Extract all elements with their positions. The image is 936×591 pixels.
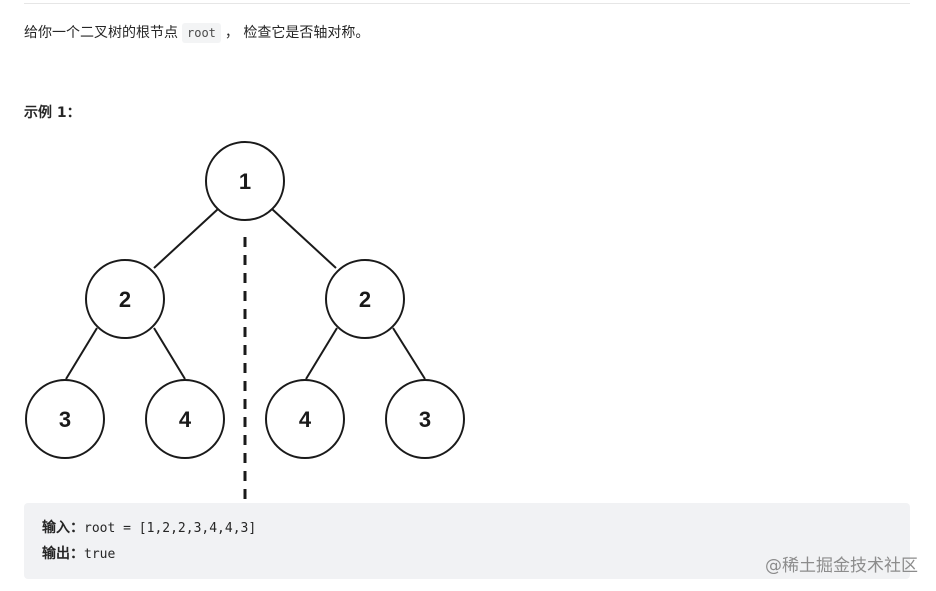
tree-node-root: 1	[205, 141, 285, 221]
edge-right-rightright	[392, 327, 426, 380]
description-text-after: ， 检查它是否轴对称。	[224, 25, 370, 41]
svg-text:2: 2	[359, 287, 371, 312]
top-divider	[24, 3, 910, 4]
output-line: 输出：true	[42, 544, 115, 565]
svg-text:4: 4	[299, 407, 312, 432]
inline-code-root: root	[182, 23, 221, 43]
tree-node-left-left: 3	[25, 379, 105, 459]
svg-text:1: 1	[239, 169, 251, 194]
watermark: @稀土掘金技术社区	[765, 556, 918, 576]
example-io-block: 输入：root = [1,2,2,3,4,4,3] 输出：true	[24, 503, 910, 579]
tree-node-right: 2	[325, 259, 405, 339]
output-value: true	[84, 547, 116, 562]
tree-node-left: 2	[85, 259, 165, 339]
svg-text:3: 3	[59, 407, 71, 432]
edge-left-leftright	[153, 327, 186, 380]
edge-root-right	[271, 208, 337, 269]
edge-left-leftleft	[65, 327, 98, 380]
tree-edges	[65, 208, 426, 380]
input-line: 输入：root = [1,2,2,3,4,4,3]	[42, 518, 256, 539]
svg-text:2: 2	[119, 287, 131, 312]
svg-text:4: 4	[179, 407, 192, 432]
tree-node-left-right: 4	[145, 379, 225, 459]
input-label: 输入：	[42, 520, 84, 536]
description-text-before: 给你一个二叉树的根节点	[24, 25, 178, 41]
tree-node-right-left: 4	[265, 379, 345, 459]
output-label: 输出：	[42, 546, 84, 562]
edge-root-left	[153, 208, 219, 269]
tree-node-right-right: 3	[385, 379, 465, 459]
svg-text:3: 3	[419, 407, 431, 432]
edge-right-rightleft	[305, 327, 338, 380]
input-value: root = [1,2,2,3,4,4,3]	[84, 521, 257, 536]
example-title: 示例 1：	[24, 105, 81, 121]
